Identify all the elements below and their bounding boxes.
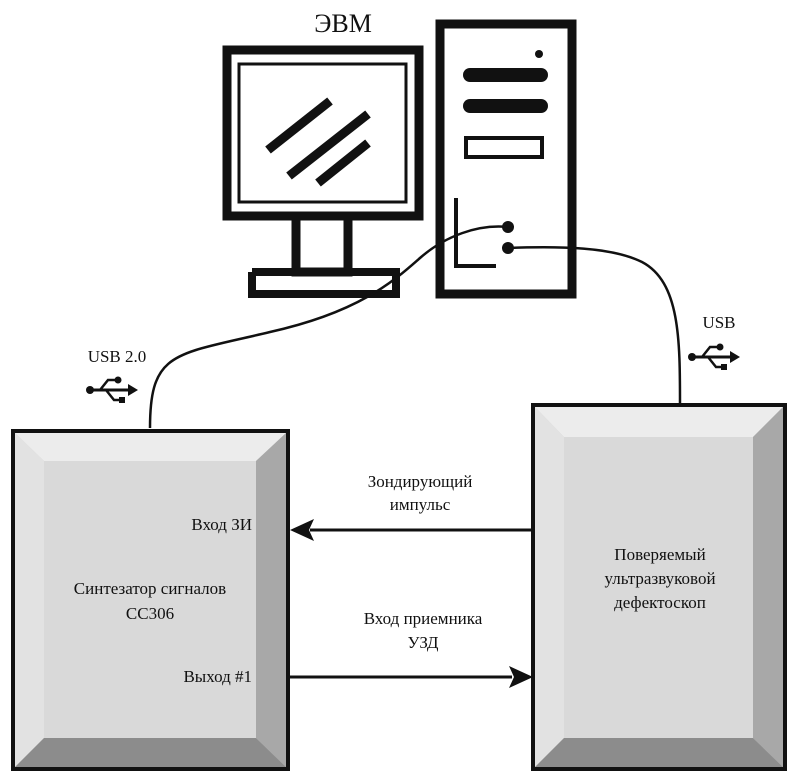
defectoscope-box	[531, 403, 787, 771]
receiver-input-label-line2: УЗД	[408, 633, 439, 652]
usb-left-label: USB 2.0	[88, 347, 147, 366]
computer-label: ЭВМ	[314, 9, 372, 38]
probe-pulse-label-line1: Зондирующий	[368, 472, 473, 491]
usb-icon	[688, 343, 740, 370]
receiver-input-label-line1: Вход приемника	[364, 609, 483, 628]
system-unit-icon	[435, 19, 577, 299]
synth-output-label: Выход #1	[183, 667, 252, 686]
probe-pulse-label-line2: импульс	[390, 495, 451, 514]
defectoscope-line2: ультразвуковой	[604, 569, 715, 588]
synth-title-line2: СС306	[126, 604, 174, 623]
probe-pulse-arrow	[290, 519, 533, 541]
computer-icon	[222, 19, 577, 299]
receiver-input-arrow	[290, 666, 533, 688]
synth-title-line1: Синтезатор сигналов	[74, 579, 226, 598]
monitor-icon	[222, 45, 424, 298]
usb-cable-right	[507, 245, 682, 406]
usb-cable-left	[148, 225, 509, 429]
usb-icon	[86, 376, 138, 403]
synthesizer-box	[11, 429, 290, 771]
defectoscope-line1: Поверяемый	[614, 545, 705, 564]
synth-input-label: Вход ЗИ	[191, 515, 252, 534]
usb-right-label: USB	[702, 313, 735, 332]
defectoscope-line3: дефектоскоп	[614, 593, 706, 612]
